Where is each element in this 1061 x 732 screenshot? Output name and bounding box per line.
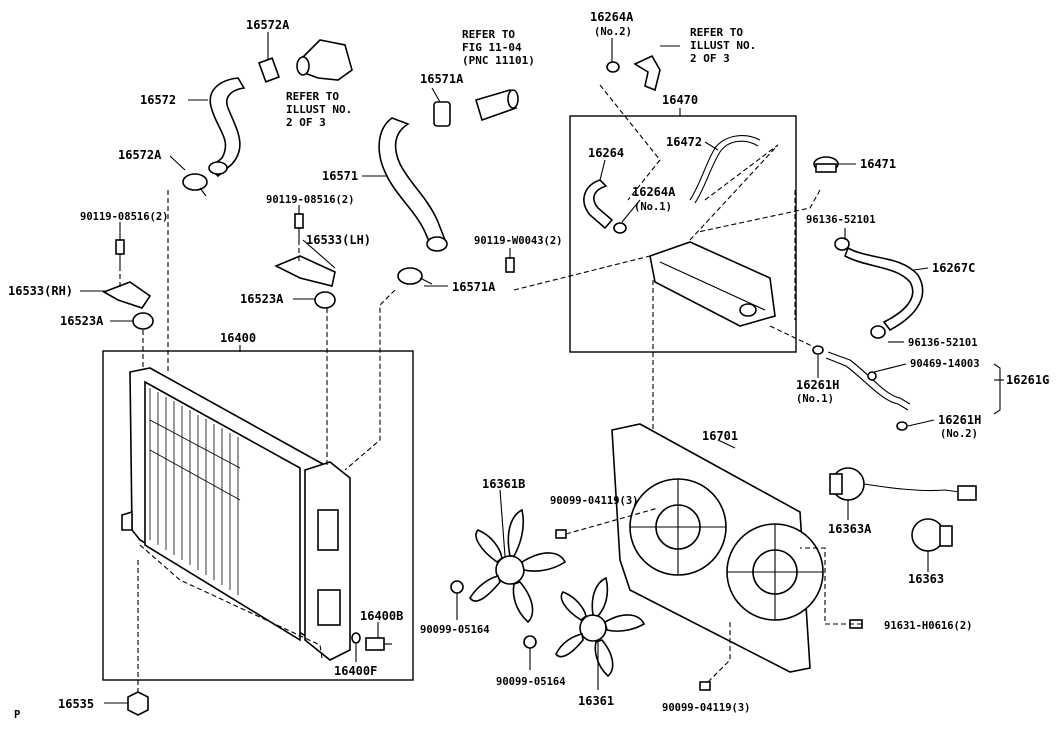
radiator-core xyxy=(121,367,351,661)
label-16571A-top: 16571A xyxy=(420,72,464,86)
refer-note-right-line1: REFER TO xyxy=(690,26,743,39)
label-16400F: 16400F xyxy=(334,664,377,678)
label-16535: 16535 xyxy=(58,697,94,711)
label-16261G: 16261G xyxy=(1006,373,1049,387)
label-16472: 16472 xyxy=(666,135,702,149)
label-16400: 16400 xyxy=(220,331,256,345)
o-ring-16400F xyxy=(351,632,361,644)
label-16571: 16571 xyxy=(322,169,358,183)
part-labels: 16572A 16572 16572A 90119-08516(2) 16533… xyxy=(8,10,1049,721)
label-16572: 16572 xyxy=(140,93,176,107)
refer-note-left: REFER TO ILLUST NO. 2 OF 3 xyxy=(286,90,352,129)
label-96136-52101-bot: 96136-52101 xyxy=(908,337,978,349)
refer-note-fig-line1: REFER TO xyxy=(462,28,515,41)
refer-note-right-line3: 2 OF 3 xyxy=(690,52,730,65)
label-16264A-mid-no: (No.1) xyxy=(634,201,672,213)
bracket-16533-rh xyxy=(102,281,152,309)
nut-90099-05164-left xyxy=(450,580,464,594)
clip-16264A-top xyxy=(606,61,620,73)
refer-note-fig: REFER TO FIG 11-04 (PNC 11101) xyxy=(462,28,535,67)
leader-lines xyxy=(80,32,1004,704)
label-16571A-mid: 16571A xyxy=(452,280,496,294)
label-16261H-1: 16261H xyxy=(796,378,839,392)
clamp-16572A-top xyxy=(257,57,281,83)
label-16572A-top: 16572A xyxy=(246,18,290,32)
nut-90099-05164-bot xyxy=(523,635,537,649)
refer-note-left-line1: REFER TO xyxy=(286,90,339,103)
label-16533-rh: 16533(RH) xyxy=(8,284,73,298)
label-90099-04119-bot: 90099-04119(3) xyxy=(662,702,751,714)
label-90119-08516-mid: 90119-08516(2) xyxy=(266,194,355,206)
label-90099-04119-top: 90099-04119(3) xyxy=(550,495,639,507)
plug-16535 xyxy=(127,691,149,716)
fan-motor-16363A xyxy=(829,467,977,501)
reserve-tank-16470 xyxy=(649,241,776,327)
bolt-90099-04119-top xyxy=(555,529,567,539)
bolt-90119-W0043 xyxy=(505,257,515,273)
bolt-90119-08516-left xyxy=(115,239,125,266)
clip-16264A-mid xyxy=(613,222,627,234)
assembly-lines xyxy=(119,84,862,692)
pipe-fig-11-04 xyxy=(475,89,519,122)
radiator-hose-16571 xyxy=(378,117,448,252)
drain-cock-16400B xyxy=(365,637,392,651)
label-91631-H0616: 91631-H0616(2) xyxy=(884,620,973,632)
cushion-16523A-mid xyxy=(314,291,336,309)
label-90099-05164-left: 90099-05164 xyxy=(420,624,490,636)
refer-note-right: REFER TO ILLUST NO. 2 OF 3 xyxy=(690,26,756,65)
label-16361B: 16361B xyxy=(482,477,525,491)
label-16470: 16470 xyxy=(662,93,698,107)
radiator-assembly-box xyxy=(102,350,414,681)
reserve-tank-assembly-box xyxy=(569,115,797,353)
clamp-16572A-mid xyxy=(182,173,208,197)
corner-mark: P xyxy=(14,709,20,721)
label-16363A: 16363A xyxy=(828,522,872,536)
label-16261H-1-no: (No.1) xyxy=(796,393,834,405)
label-16572A-mid: 16572A xyxy=(118,148,162,162)
label-16361: 16361 xyxy=(578,694,614,708)
label-16261H-2-no: (No.2) xyxy=(940,428,978,440)
label-90119-W0043: 90119-W0043(2) xyxy=(474,235,563,247)
label-16471: 16471 xyxy=(860,157,896,171)
hose-16267C xyxy=(834,237,924,339)
label-16363: 16363 xyxy=(908,572,944,586)
label-16523A-left: 16523A xyxy=(60,314,104,328)
upper-hose-16572 xyxy=(208,77,246,178)
label-96136-52101-top: 96136-52101 xyxy=(806,214,876,226)
tank-hose-upper xyxy=(633,54,661,92)
label-16533-lh: 16533(LH) xyxy=(306,233,371,247)
cap-16471 xyxy=(813,156,839,173)
label-16264A-top-no: (No.2) xyxy=(594,26,632,38)
hose-16264 xyxy=(583,179,614,230)
label-16264: 16264 xyxy=(588,146,624,160)
clamp-16571A-mid xyxy=(397,267,433,285)
refer-note-left-line3: 2 OF 3 xyxy=(286,116,326,129)
water-outlet-fitting xyxy=(296,39,353,81)
fan-16361 xyxy=(555,576,646,678)
cushion-16523A-left xyxy=(132,312,154,330)
fan-16361B xyxy=(469,508,567,624)
label-16264A-mid: 16264A xyxy=(632,185,676,199)
label-16523A-mid: 16523A xyxy=(240,292,284,306)
label-16261H-2: 16261H xyxy=(938,413,981,427)
fan-shroud-16701 xyxy=(611,423,824,673)
fan-motor-16363 xyxy=(911,518,953,552)
label-16400B: 16400B xyxy=(360,609,403,623)
bolt-90119-08516-mid xyxy=(294,213,304,240)
refer-note-left-line2: ILLUST NO. xyxy=(286,103,352,116)
pipe-16261G xyxy=(812,345,911,431)
refer-note-fig-line3: (PNC 11101) xyxy=(462,54,535,67)
label-16267C: 16267C xyxy=(932,261,975,275)
label-16701: 16701 xyxy=(702,429,738,443)
refer-note-fig-line2: FIG 11-04 xyxy=(462,41,522,54)
refer-note-right-line2: ILLUST NO. xyxy=(690,39,756,52)
bracket-16533-lh xyxy=(274,255,336,287)
bolt-90099-04119-bot xyxy=(699,681,711,691)
label-90119-08516-left: 90119-08516(2) xyxy=(80,211,169,223)
label-90469-14003: 90469-14003 xyxy=(910,358,980,370)
clamp-16571A-top xyxy=(433,101,451,127)
label-16264A-top: 16264A xyxy=(590,10,634,24)
label-90099-05164-bot: 90099-05164 xyxy=(496,676,566,688)
